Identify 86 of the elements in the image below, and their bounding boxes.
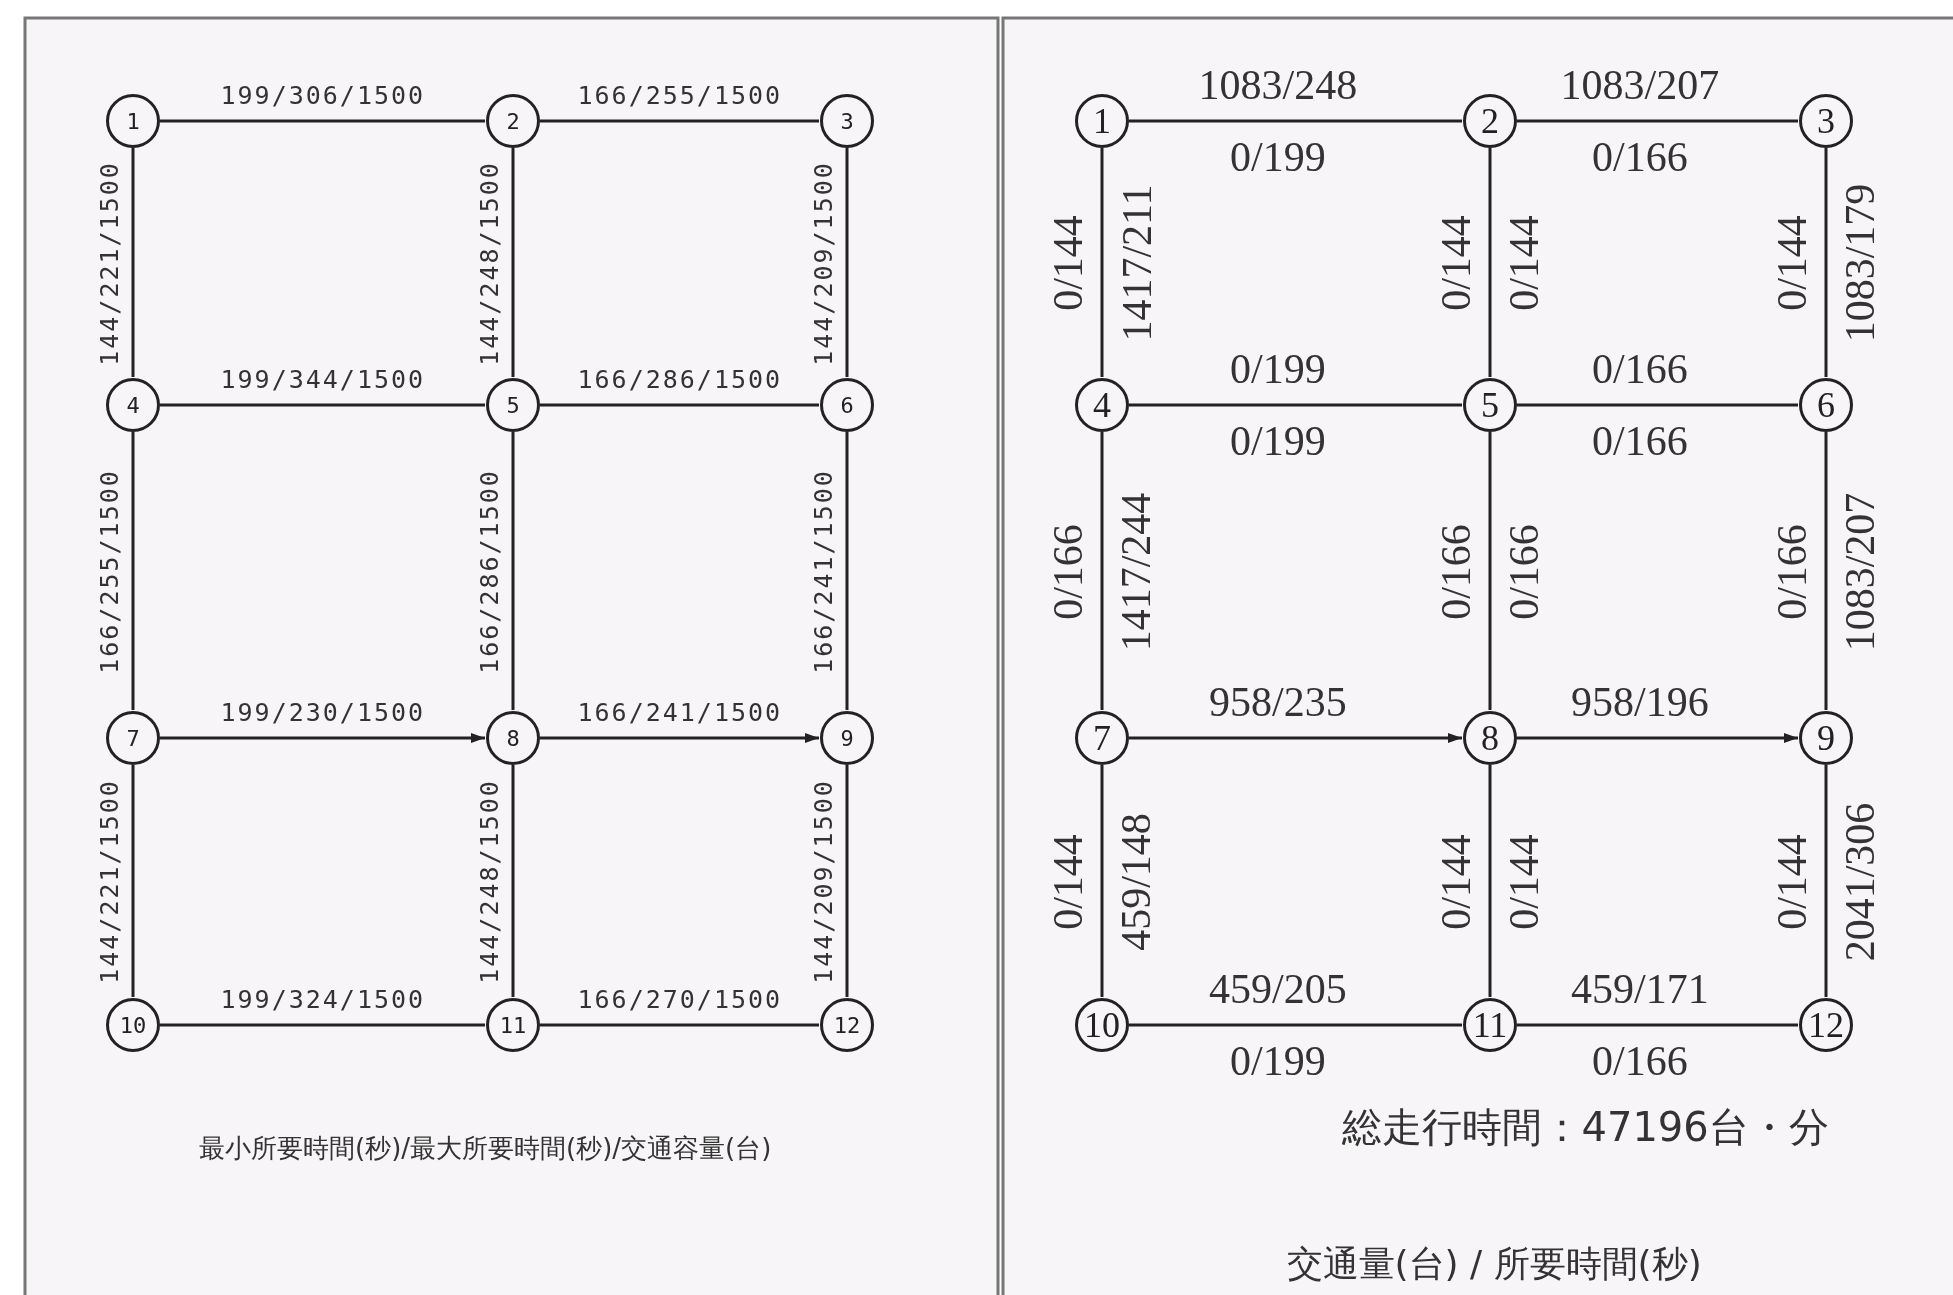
caption: 交通量(台) / 所要時間(秒) bbox=[1286, 1246, 1702, 1282]
connector-line bbox=[131, 148, 135, 377]
arrow bbox=[1129, 733, 1462, 743]
edge-label: 459/171 bbox=[1571, 968, 1709, 1010]
connector-line bbox=[1824, 148, 1828, 377]
edge-label: 144/248/1500 bbox=[476, 779, 502, 984]
edge-label: 1417/211 bbox=[1115, 184, 1158, 342]
connector-line bbox=[131, 432, 135, 710]
connector-line bbox=[1100, 432, 1104, 710]
flow-label: 0/144 bbox=[1434, 215, 1477, 311]
connector-line bbox=[1488, 148, 1492, 377]
connector-line bbox=[1100, 765, 1104, 997]
flow-label: 0/144 bbox=[1434, 833, 1477, 930]
connector-line bbox=[160, 403, 485, 407]
connector-line bbox=[511, 765, 515, 997]
edge-label: 166/286/1500 bbox=[476, 469, 502, 674]
flow-label: 0/144 bbox=[1046, 833, 1089, 930]
connector-line bbox=[511, 432, 515, 710]
edge-label: 1083/207 bbox=[1838, 492, 1881, 651]
total-time-note: 総走行時間：47196台・分 bbox=[1341, 1107, 1829, 1147]
edge-label: 958/196 bbox=[1571, 681, 1709, 723]
connector-line bbox=[1517, 403, 1798, 407]
arrow bbox=[540, 733, 819, 743]
connector-line bbox=[845, 432, 849, 710]
connector-line bbox=[160, 1023, 485, 1027]
edge-label: 166/241/1500 bbox=[810, 469, 836, 674]
edge-label: 144/221/1500 bbox=[96, 160, 122, 366]
connector-line bbox=[1100, 148, 1104, 377]
connector-line bbox=[1824, 765, 1828, 997]
edge-label: 0/166 bbox=[1592, 348, 1688, 390]
flow-label: 0/166 bbox=[1592, 420, 1688, 462]
connector-line bbox=[1824, 432, 1828, 710]
edge-label: 166/255/1500 bbox=[96, 469, 122, 674]
edge-label: 0/166 bbox=[1502, 523, 1545, 620]
caption: 最小所要時間(秒)/最大所要時間(秒)/交通容量(台) bbox=[199, 1135, 772, 1161]
edge-label: 166/241/1500 bbox=[577, 699, 783, 725]
flow-label: 0/199 bbox=[1230, 1040, 1326, 1082]
edge-label: 0/144 bbox=[1502, 833, 1545, 930]
connector-line bbox=[160, 119, 485, 123]
edge-label: 166/286/1500 bbox=[577, 366, 783, 392]
flow-label: 0/166 bbox=[1434, 523, 1477, 620]
edge-label: 1083/248 bbox=[1198, 64, 1358, 106]
arrow bbox=[160, 733, 485, 743]
edge-label: 1417/244 bbox=[1114, 492, 1157, 651]
flow-label: 0/166 bbox=[1770, 523, 1813, 620]
connector-line bbox=[131, 765, 135, 997]
edge-label: 0/144 bbox=[1502, 215, 1545, 311]
edge-label: 144/209/1500 bbox=[810, 160, 836, 366]
connector-line bbox=[540, 1023, 819, 1027]
flow-label: 0/166 bbox=[1592, 136, 1688, 178]
connector-line bbox=[540, 119, 819, 123]
flow-label: 0/144 bbox=[1770, 215, 1813, 311]
connector-line bbox=[845, 765, 849, 997]
edge-label: 199/344/1500 bbox=[220, 366, 426, 392]
edge-label: 1083/179 bbox=[1838, 183, 1881, 343]
edge-label: 144/209/1500 bbox=[810, 779, 836, 984]
edge-label: 958/235 bbox=[1209, 681, 1347, 723]
flow-label: 0/144 bbox=[1770, 833, 1813, 930]
connector-line bbox=[1129, 1023, 1462, 1027]
edge-label: 199/324/1500 bbox=[220, 986, 426, 1012]
edge-label: 144/248/1500 bbox=[476, 160, 502, 366]
edge-label: 199/306/1500 bbox=[220, 82, 426, 108]
flow-label: 0/199 bbox=[1230, 420, 1326, 462]
edge-label: 166/270/1500 bbox=[577, 986, 783, 1012]
connector-line bbox=[845, 148, 849, 377]
flow-label: 0/166 bbox=[1046, 523, 1089, 620]
connector-line bbox=[540, 403, 819, 407]
flow-label: 0/166 bbox=[1592, 1040, 1688, 1082]
edge-label: 199/230/1500 bbox=[220, 699, 426, 725]
edge-label: 166/255/1500 bbox=[577, 82, 783, 108]
edge-label: 0/199 bbox=[1230, 348, 1326, 390]
connector-line bbox=[1129, 403, 1462, 407]
connector-line bbox=[1488, 765, 1492, 997]
connector-line bbox=[1517, 1023, 1798, 1027]
connector-line bbox=[1129, 119, 1462, 123]
flow-label: 0/144 bbox=[1046, 215, 1089, 311]
edge-label: 2041/306 bbox=[1838, 802, 1881, 961]
arrow bbox=[1517, 733, 1798, 743]
connector-line bbox=[511, 148, 515, 377]
connector-line bbox=[1488, 432, 1492, 710]
flow-label: 0/199 bbox=[1230, 136, 1326, 178]
edge-label: 1083/207 bbox=[1560, 64, 1720, 106]
edge-label: 459/148 bbox=[1114, 812, 1157, 951]
edge-label: 144/221/1500 bbox=[96, 779, 122, 984]
edge-label: 459/205 bbox=[1209, 968, 1347, 1010]
connector-line bbox=[1517, 119, 1798, 123]
